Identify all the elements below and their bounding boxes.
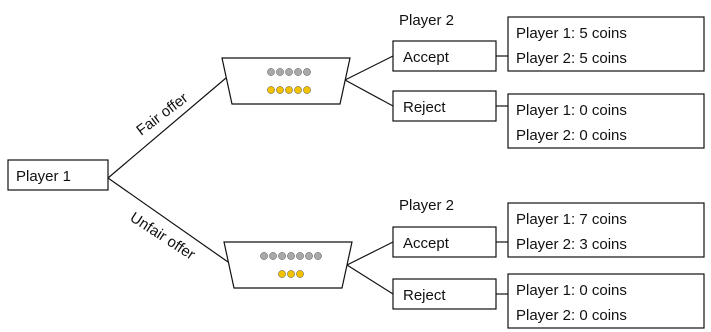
coin-unfair-p1 bbox=[269, 252, 277, 260]
player1-node bbox=[7, 159, 109, 191]
player1-label: Player 1 bbox=[16, 168, 71, 185]
unfair-branch: Player 2 Accept Reject Player 1: 7 coins… bbox=[223, 197, 705, 329]
edge-fair-accept bbox=[344, 55, 394, 81]
payoff-box-fair-reject bbox=[507, 93, 705, 149]
unfair-offer-label: Unfair offer bbox=[127, 209, 198, 264]
accept-node-unfair bbox=[392, 226, 497, 258]
edge-fair-offer bbox=[107, 77, 227, 179]
coin-unfair-p1 bbox=[260, 252, 268, 260]
coin-tray-unfair bbox=[223, 241, 353, 289]
coin-unfair-p1 bbox=[305, 252, 313, 260]
coin-fair-p2 bbox=[276, 86, 284, 94]
coin-fair-p1 bbox=[267, 68, 275, 76]
coins-unfair bbox=[260, 252, 322, 278]
fair-branch: Player 2 Accept Reject Player 1: 5 coins… bbox=[221, 12, 705, 149]
coins-fair bbox=[267, 68, 311, 94]
coin-unfair-p1 bbox=[296, 252, 304, 260]
edge-unfair-offer bbox=[107, 177, 229, 263]
accept-label-unfair: Accept bbox=[403, 235, 450, 252]
coin-unfair-p1 bbox=[314, 252, 322, 260]
payoff-unfair-accept-p2: Player 2: 3 coins bbox=[516, 236, 627, 253]
coin-fair-p2 bbox=[285, 86, 293, 94]
coin-fair-p1 bbox=[285, 68, 293, 76]
coin-fair-p2 bbox=[294, 86, 302, 94]
accept-label-fair: Accept bbox=[403, 49, 450, 66]
coin-unfair-p1 bbox=[278, 252, 286, 260]
payoff-fair-accept-p2: Player 2: 5 coins bbox=[516, 50, 627, 67]
payoff-unfair-reject-p2: Player 2: 0 coins bbox=[516, 307, 627, 324]
payoff-fair-reject-p2: Player 2: 0 coins bbox=[516, 127, 627, 144]
coin-fair-p2 bbox=[303, 86, 311, 94]
payoff-unfair-accept-p1: Player 1: 7 coins bbox=[516, 211, 627, 228]
edge-fair-reject bbox=[344, 79, 394, 107]
payoff-fair-reject-p1: Player 1: 0 coins bbox=[516, 102, 627, 119]
payoff-box-unfair-reject bbox=[507, 273, 705, 329]
payoff-box-fair-accept bbox=[507, 16, 705, 72]
player2-label-fair: Player 2 bbox=[399, 12, 454, 29]
coin-fair-p1 bbox=[276, 68, 284, 76]
reject-label-unfair: Reject bbox=[403, 287, 446, 304]
payoff-unfair-reject-p1: Player 1: 0 coins bbox=[516, 282, 627, 299]
payoff-box-unfair-accept bbox=[507, 202, 705, 258]
coin-unfair-p2 bbox=[287, 270, 295, 278]
coin-fair-p1 bbox=[303, 68, 311, 76]
reject-node-fair bbox=[392, 90, 497, 122]
coin-unfair-p2 bbox=[296, 270, 304, 278]
player2-label-unfair: Player 2 bbox=[399, 197, 454, 214]
reject-label-fair: Reject bbox=[403, 99, 446, 116]
coin-unfair-p2 bbox=[278, 270, 286, 278]
coin-fair-p1 bbox=[294, 68, 302, 76]
coin-tray-fair bbox=[221, 57, 351, 105]
edge-unfair-reject bbox=[346, 264, 394, 295]
payoff-fair-accept-p1: Player 1: 5 coins bbox=[516, 25, 627, 42]
coin-fair-p2 bbox=[267, 86, 275, 94]
coin-unfair-p1 bbox=[287, 252, 295, 260]
accept-node-fair bbox=[392, 40, 497, 72]
edge-unfair-accept bbox=[346, 241, 394, 266]
